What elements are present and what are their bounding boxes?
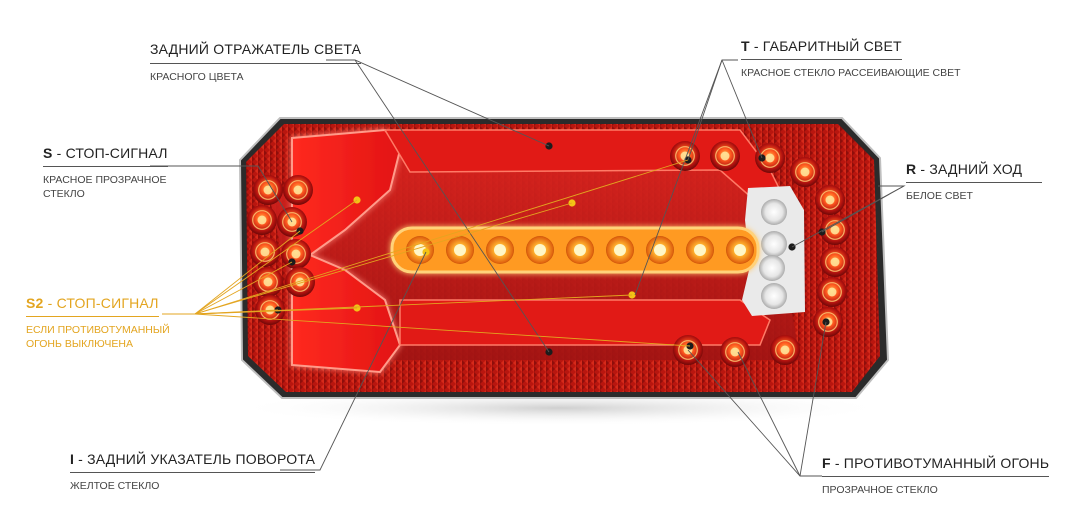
indicator-led-core-6 bbox=[614, 244, 626, 256]
indicator-led-core-3 bbox=[494, 244, 506, 256]
leader-line-5 bbox=[721, 59, 763, 159]
red-led-8-core bbox=[295, 277, 305, 287]
stop2-leader-line-3 bbox=[194, 261, 293, 315]
reverse-led-4 bbox=[761, 283, 787, 309]
stop2-leader-line-9 bbox=[194, 294, 633, 315]
red-led-10-inner-ring bbox=[675, 146, 695, 166]
red-led-21-core bbox=[780, 345, 790, 355]
red-led-15-core bbox=[830, 225, 840, 235]
reflector-sub: КРАСНОГО ЦВЕТА bbox=[150, 71, 244, 83]
reverse-code: R bbox=[906, 161, 917, 177]
stop2-sub-1: ЕСЛИ ПРОТИВОТУМАННЫЙ bbox=[26, 324, 170, 336]
stop2-sub-2: ОГОНЬ ВЫКЛЮЧЕНА bbox=[26, 338, 133, 350]
red-led-20-inner-ring bbox=[725, 342, 745, 362]
label-fog: F - ПРОТИВОТУМАННЫЙ ОГОНЬ ПРОЗРАЧНОЕ СТЕ… bbox=[822, 455, 1050, 497]
red-led-8-inner-ring bbox=[290, 272, 310, 292]
red-led-13-core bbox=[800, 167, 810, 177]
red-led-16-core bbox=[830, 257, 840, 267]
red-led-6-inner-ring bbox=[286, 244, 306, 264]
red-led-6-core bbox=[291, 249, 301, 259]
light-guide-bottom bbox=[399, 299, 771, 346]
tail-code: T bbox=[741, 38, 750, 54]
label-indicator: I - ЗАДНИЙ УКАЗАТЕЛЬ ПОВОРОТА ЖЕЛТОЕ СТЕ… bbox=[70, 451, 316, 493]
stop2-leader-line-8 bbox=[194, 313, 691, 347]
indicator-sub: ЖЕЛТОЕ СТЕКЛО bbox=[70, 480, 160, 492]
red-led-7-core bbox=[263, 277, 273, 287]
label-reflector: ЗАДНИЙ ОТРАЖАТЕЛЬ СВЕТА КРАСНОГО ЦВЕТА bbox=[150, 41, 362, 84]
red-led-11-core bbox=[720, 151, 730, 161]
red-led-13-inner-ring bbox=[795, 162, 815, 182]
red-led-18-inner-ring bbox=[818, 312, 838, 332]
red-led-4-inner-ring bbox=[282, 212, 302, 232]
tail-title: - ГАБАРИТНЫЙ СВЕТ bbox=[749, 38, 902, 54]
indicator-led-core-5 bbox=[574, 244, 586, 256]
red-led-1-inner-ring bbox=[258, 180, 278, 200]
red-led-19-inner-ring bbox=[678, 340, 698, 360]
stop2-leader-line-2 bbox=[194, 230, 301, 315]
stop-sub-1: КРАСНОЕ ПРОЗРАЧНОЕ bbox=[43, 174, 167, 186]
stop2-leader-line-7 bbox=[194, 159, 689, 315]
fog-sub: ПРОЗРАЧНОЕ СТЕКЛО bbox=[822, 484, 938, 496]
reverse-led-2 bbox=[761, 231, 787, 257]
red-led-21-inner-ring bbox=[775, 340, 795, 360]
red-led-5-inner-ring bbox=[255, 242, 275, 262]
indicator-title: - ЗАДНИЙ УКАЗАТЕЛЬ ПОВОРОТА bbox=[74, 451, 316, 467]
label-stop2: S2 - СТОП-СИГНАЛ ЕСЛИ ПРОТИВОТУМАННЫЙ ОГ… bbox=[26, 295, 170, 351]
reverse-led-3 bbox=[759, 255, 785, 281]
indicator-led-core-4 bbox=[534, 244, 546, 256]
reverse-led-1 bbox=[761, 199, 787, 225]
reverse-sub: БЕЛОЕ СВЕТ bbox=[906, 190, 973, 202]
fog-code: F bbox=[822, 455, 831, 471]
red-led-2-inner-ring bbox=[288, 180, 308, 200]
fog-title: - ПРОТИВОТУМАННЫЙ ОГОНЬ bbox=[830, 455, 1050, 471]
indicator-led-core-2 bbox=[454, 244, 466, 256]
red-led-16-inner-ring bbox=[825, 252, 845, 272]
indicator-led-core-8 bbox=[694, 244, 706, 256]
red-led-5-core bbox=[260, 247, 270, 257]
leader-line-4 bbox=[687, 59, 723, 161]
red-led-14-core bbox=[825, 195, 835, 205]
leader-line-9 bbox=[280, 251, 427, 471]
leader-line-8 bbox=[791, 185, 905, 248]
tail-sub: КРАСНОЕ СТЕКЛО РАССЕИВАЮЩИЕ СВЕТ bbox=[741, 67, 961, 79]
reflector-title: ЗАДНИЙ ОТРАЖАТЕЛЬ СВЕТА bbox=[150, 41, 362, 57]
leader-line-12 bbox=[737, 351, 801, 477]
red-led-3-inner-ring bbox=[252, 210, 272, 230]
stop-sub-2: СТЕКЛО bbox=[43, 188, 85, 200]
red-led-14-inner-ring bbox=[820, 190, 840, 210]
label-reverse: R - ЗАДНИЙ ХОД БЕЛОЕ СВЕТ bbox=[906, 161, 1043, 203]
red-led-3-core bbox=[257, 215, 267, 225]
red-led-1-core bbox=[263, 185, 273, 195]
red-led-2-core bbox=[293, 185, 303, 195]
leader-line-6 bbox=[150, 165, 293, 223]
stop2-title: - СТОП-СИГНАЛ bbox=[43, 295, 159, 311]
stop2-code: S2 bbox=[26, 295, 44, 311]
indicator-code: I bbox=[70, 451, 75, 467]
red-led-17-inner-ring bbox=[822, 282, 842, 302]
stop-code: S bbox=[43, 145, 53, 161]
stop2-leader-line-6 bbox=[194, 202, 573, 315]
label-stop: S - СТОП-СИГНАЛ КРАСНОЕ ПРОЗРАЧНОЕ СТЕКЛ… bbox=[43, 145, 168, 201]
indicator-led-core-7 bbox=[654, 244, 666, 256]
leader-line-11 bbox=[799, 321, 827, 477]
red-led-20-core bbox=[730, 347, 740, 357]
indicator-led-core-9 bbox=[734, 244, 746, 256]
stop-title: - СТОП-СИГНАЛ bbox=[52, 145, 168, 161]
reverse-title: - ЗАДНИЙ ХОД bbox=[916, 161, 1023, 177]
leader-line-2 bbox=[354, 59, 550, 353]
red-led-11-inner-ring bbox=[715, 146, 735, 166]
red-led-17-core bbox=[827, 287, 837, 297]
label-tail: T - ГАБАРИТНЫЙ СВЕТ КРАСНОЕ СТЕКЛО РАССЕ… bbox=[741, 38, 961, 80]
red-led-12-core bbox=[765, 153, 775, 163]
